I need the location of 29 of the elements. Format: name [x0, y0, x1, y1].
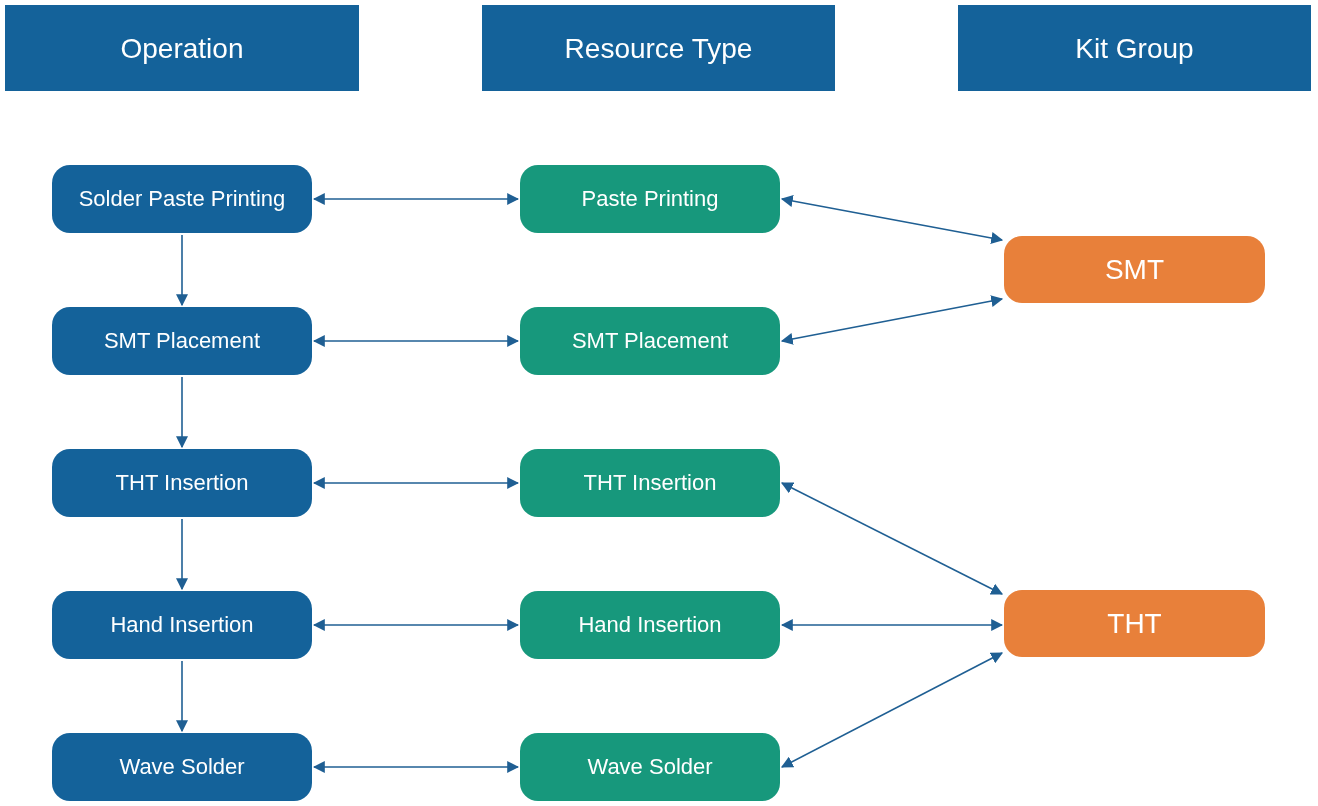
operation-box: Hand Insertion	[52, 591, 312, 659]
kit-group-box: SMT	[1004, 236, 1265, 303]
arrow	[176, 376, 188, 449]
resource-box: Paste Printing	[520, 165, 780, 233]
arrow	[780, 195, 1004, 244]
arrow	[780, 295, 1004, 345]
operation-box: Wave Solder	[52, 733, 312, 801]
resource-box: Wave Solder	[520, 733, 780, 801]
resource-box: THT Insertion	[520, 449, 780, 517]
operation-box: Solder Paste Printing	[52, 165, 312, 233]
arrow	[176, 660, 188, 733]
arrow	[176, 234, 188, 307]
arrow	[780, 482, 1004, 595]
kit-group-box: THT	[1004, 590, 1265, 657]
column-header: Resource Type	[482, 5, 835, 91]
resource-box: Hand Insertion	[520, 591, 780, 659]
arrow	[312, 761, 520, 773]
operation-box: SMT Placement	[52, 307, 312, 375]
arrow	[312, 619, 520, 631]
operation-box: THT Insertion	[52, 449, 312, 517]
arrow	[312, 335, 520, 347]
arrow	[312, 193, 520, 205]
arrow	[176, 518, 188, 591]
resource-box: SMT Placement	[520, 307, 780, 375]
arrow	[780, 619, 1004, 631]
column-header: Kit Group	[958, 5, 1311, 91]
arrow	[312, 477, 520, 489]
column-header: Operation	[5, 5, 359, 91]
arrow	[780, 652, 1004, 768]
